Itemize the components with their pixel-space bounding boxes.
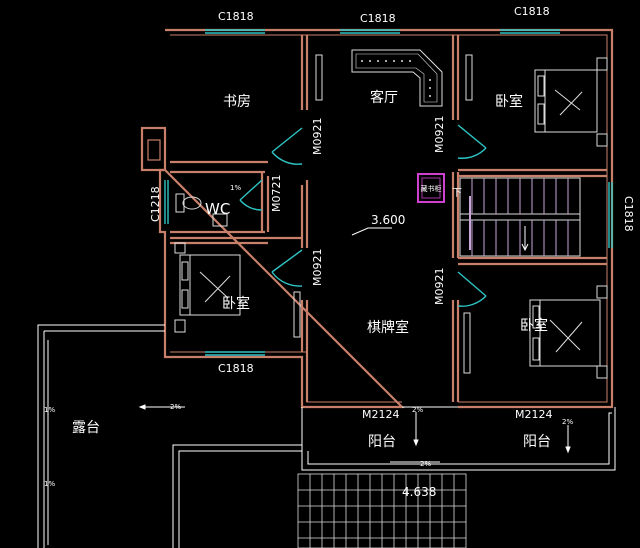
bed-w-icon xyxy=(174,242,241,333)
label-window-top-right: C1818 xyxy=(514,5,550,18)
room-study: 书房 xyxy=(223,94,251,110)
doors xyxy=(239,124,487,307)
windows xyxy=(164,29,613,356)
room-bedroom-se: 卧室 xyxy=(520,317,548,334)
slope-terrace-v2: 1% xyxy=(44,480,55,488)
room-terrace: 露台 xyxy=(72,420,100,436)
window-top-mid xyxy=(340,29,400,34)
label-door-bedroom-ne: M0921 xyxy=(433,116,446,154)
room-bedroom-w: 卧室 xyxy=(222,295,250,312)
study-wall xyxy=(170,35,309,164)
toilet-icon xyxy=(175,193,228,227)
slope-balcony-1: 2% xyxy=(412,406,423,414)
level-floor: 3.600 xyxy=(371,213,405,227)
slope-arrows xyxy=(47,227,571,545)
wc-wall xyxy=(170,170,270,234)
window-labels: C1818 C1818 C1818 C1818 C1218 C1818 xyxy=(149,5,635,375)
slope-balcony-3: 2% xyxy=(420,460,431,468)
room-labels: 书房 客厅 卧室 WC 卧室 棋牌室 卧室 露台 阳台 阳台 xyxy=(72,89,551,450)
terrace-outline xyxy=(37,324,165,548)
window-bottom-bed xyxy=(205,351,265,356)
corridor-wall-right xyxy=(451,35,460,258)
stair-wall xyxy=(451,256,607,402)
slope-wc: 1% xyxy=(230,184,241,192)
chimney-flue xyxy=(147,139,161,161)
outdoor-areas xyxy=(37,324,616,548)
room-balcony-left: 阳台 xyxy=(368,434,396,450)
window-left-wc xyxy=(164,180,169,224)
door-wc xyxy=(239,179,263,211)
bedroom-ne-wall xyxy=(458,168,607,178)
door-study xyxy=(271,127,303,165)
label-window-top-mid: C1818 xyxy=(360,12,396,25)
bed-ne-icon xyxy=(534,57,608,147)
room-card: 棋牌室 xyxy=(367,319,409,336)
balcony-rail xyxy=(301,407,616,471)
window-top-left xyxy=(205,29,265,34)
closet-tracks xyxy=(293,54,473,374)
door-bedroom-w xyxy=(271,249,303,287)
walls xyxy=(140,28,614,409)
room-balcony-right: 阳台 xyxy=(523,434,551,450)
stair-treads-lower xyxy=(471,220,569,256)
label-door-south-right: M2124 xyxy=(515,408,553,421)
chimney xyxy=(140,126,167,172)
label-door-south-left: M2124 xyxy=(362,408,400,421)
furniture xyxy=(174,49,608,379)
door-bedroom-ne xyxy=(457,124,487,159)
sofa-icon xyxy=(351,49,443,107)
corridor-wall-left xyxy=(300,180,309,402)
label-door-bedroom-se: M0921 xyxy=(433,268,446,306)
level-mark-icon xyxy=(351,227,392,236)
window-right-stair xyxy=(608,182,613,248)
bedroom-w-wall xyxy=(170,236,302,245)
terrace-inner xyxy=(172,407,303,548)
room-living: 客厅 xyxy=(370,89,398,106)
slope-terrace-v1: 1% xyxy=(44,406,55,414)
staircase xyxy=(459,177,581,257)
slope-terrace-h: 2% xyxy=(170,403,181,411)
slope-balcony-2: 2% xyxy=(562,418,573,426)
stair-down-label: 下 xyxy=(452,188,462,199)
window-top-right xyxy=(500,29,560,34)
bed-se-icon xyxy=(529,285,608,379)
display-cabinet-marker: 藏书柜 xyxy=(417,173,445,203)
label-door-bedroom-w: M0921 xyxy=(311,249,324,287)
stair-treads-upper xyxy=(471,178,569,214)
level-lower: 4.638 xyxy=(402,485,436,499)
label-door-wc: M0721 xyxy=(270,175,283,213)
door-labels: M0921 M0921 M0721 M0921 M0921 M2124 M212… xyxy=(270,116,553,422)
marker-label: 藏书柜 xyxy=(421,184,442,193)
room-wc: WC xyxy=(205,200,230,218)
room-bedroom-ne: 卧室 xyxy=(495,93,523,110)
label-window-bottom-bed: C1818 xyxy=(218,362,254,375)
annotations: 3.600 4.638 2% 1% 1% 2% 2% 2% 1% xyxy=(44,184,573,499)
roof-tiles xyxy=(297,473,467,548)
label-door-study: M0921 xyxy=(311,118,324,156)
label-window-right-stair: C1818 xyxy=(622,196,635,232)
label-window-top-left: C1818 xyxy=(218,10,254,23)
label-window-left-wc: C1218 xyxy=(149,186,162,222)
door-bedroom-se xyxy=(457,271,487,307)
